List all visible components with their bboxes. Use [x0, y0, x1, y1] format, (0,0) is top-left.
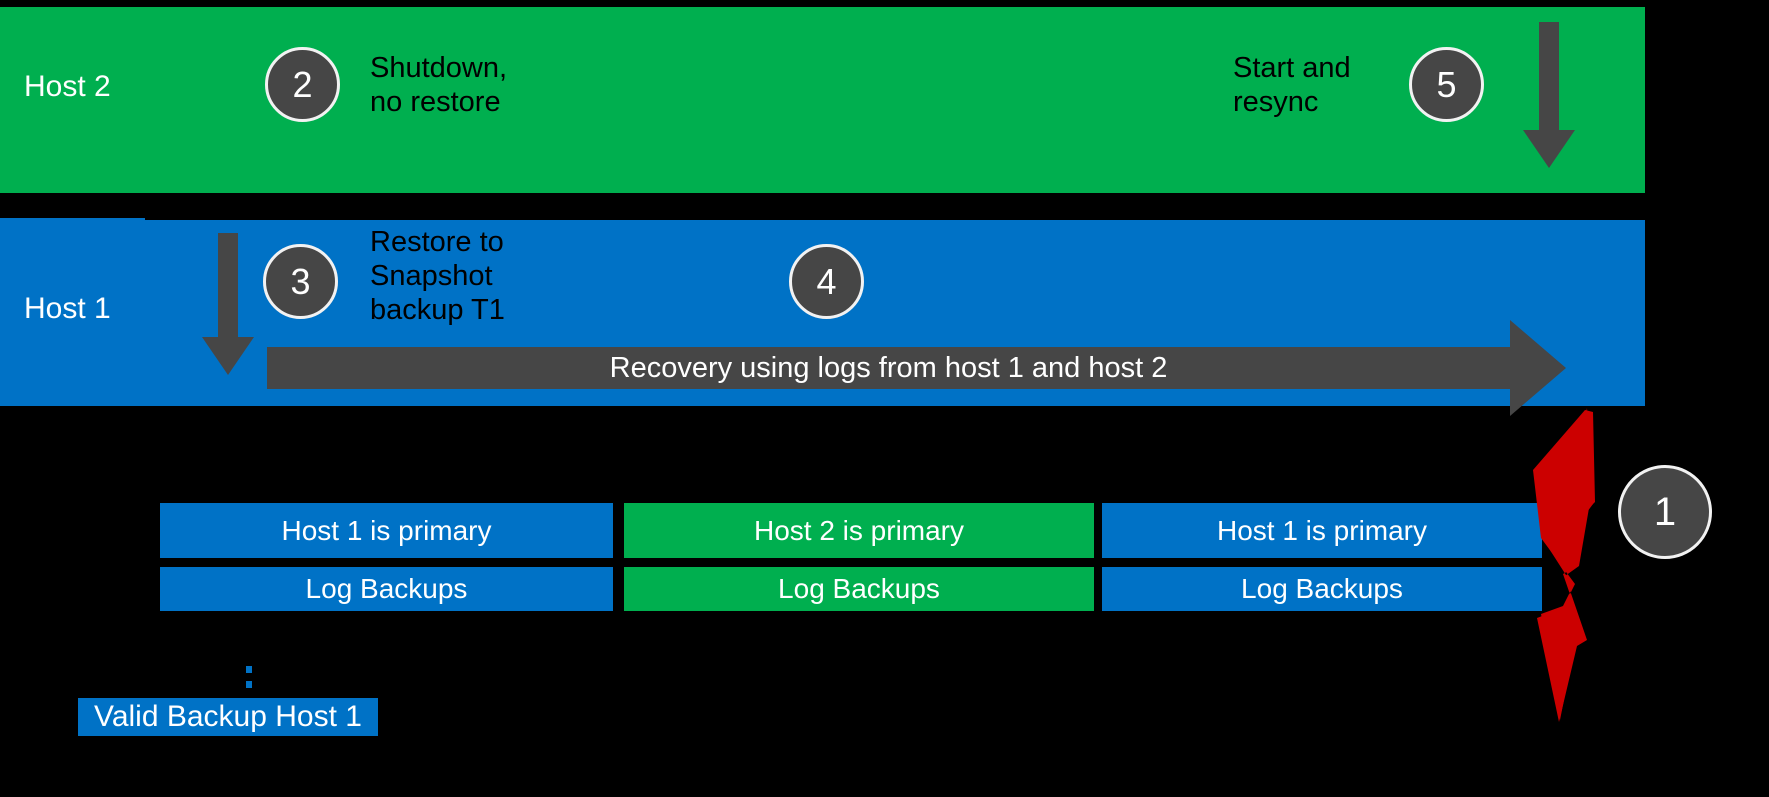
timeline-segment-primary-1[interactable]: Host 1 is primary	[160, 503, 613, 558]
step-circle-2[interactable]: 2	[265, 47, 340, 122]
host1-down-arrow-icon	[202, 337, 254, 375]
timeline-segment-backups-3[interactable]: Log Backups	[1102, 567, 1542, 611]
top-divider	[145, 0, 1645, 7]
valid-backup-label: Valid Backup Host 1	[78, 698, 378, 736]
lane-host2-label: Host 2	[24, 70, 111, 103]
recovery-arrow-label: Recovery using logs from host 1 and host…	[609, 351, 1168, 384]
step-circle-4[interactable]: 4	[789, 244, 864, 319]
recovery-arrow-head-icon	[1510, 320, 1566, 416]
valid-backup-tick-dot-1	[246, 666, 252, 673]
host1-down-arrow-shaft	[218, 233, 238, 341]
step-circle-3[interactable]: 3	[263, 244, 338, 319]
step-5-text: Start and resync	[1233, 52, 1351, 118]
step-2-text: Shutdown, no restore	[370, 52, 508, 118]
step-circle-5[interactable]: 5	[1409, 47, 1484, 122]
recovery-arrow-bar: Recovery using logs from host 1 and host…	[267, 347, 1510, 389]
timeline-segment-backups-2[interactable]: Log Backups	[624, 567, 1094, 611]
host2-down-arrow-shaft	[1539, 22, 1559, 134]
timeline-segment-primary-3[interactable]: Host 1 is primary	[1102, 503, 1542, 558]
lightning-bolt-icon	[1533, 408, 1595, 722]
lane-host1-label-block	[0, 218, 145, 406]
host2-down-arrow-icon	[1523, 130, 1575, 168]
step-3-text: Restore to Snapshot backup T1	[370, 226, 505, 326]
step-circle-1[interactable]: 1	[1618, 465, 1712, 559]
lane-host1-label: Host 1	[24, 292, 111, 325]
valid-backup-tick-dot-2	[246, 681, 252, 688]
timeline-segment-primary-2[interactable]: Host 2 is primary	[624, 503, 1094, 558]
timeline-segment-backups-1[interactable]: Log Backups	[160, 567, 613, 611]
lane-host2	[0, 7, 1645, 193]
